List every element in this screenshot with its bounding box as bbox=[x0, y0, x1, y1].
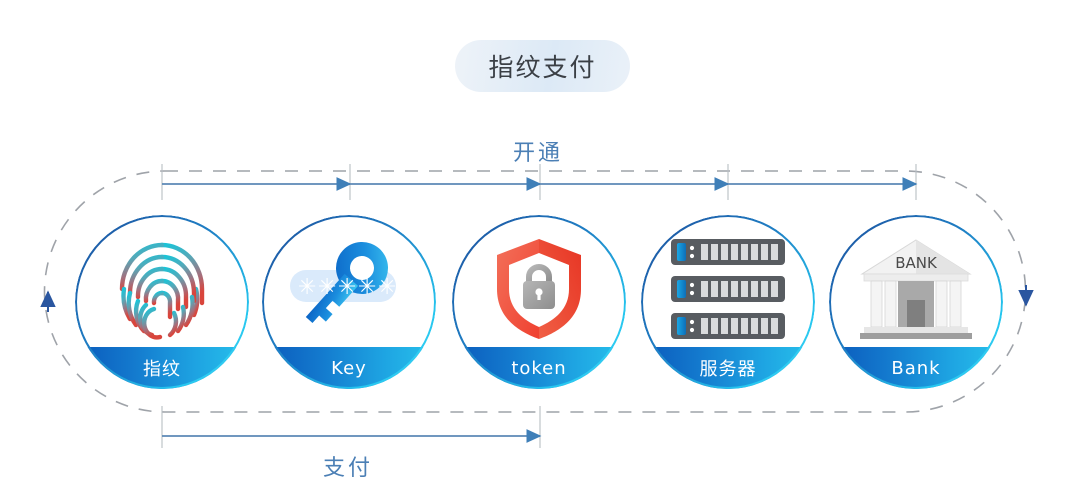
node-bank[interactable]: BANK Bank bbox=[829, 215, 1003, 389]
key-password-icon: ✳ ✳ ✳ ✳ ✳ bbox=[262, 231, 436, 347]
flow-label-pay: 支付 bbox=[323, 456, 374, 481]
shield-lock-icon bbox=[452, 231, 626, 347]
bank-sign-text: BANK bbox=[895, 254, 938, 272]
node-circle: ✳ ✳ ✳ ✳ ✳ Key bbox=[262, 215, 436, 389]
node-label-fingerprint: 指纹 bbox=[75, 347, 249, 389]
node-circle: 指纹 bbox=[75, 215, 249, 389]
node-key[interactable]: ✳ ✳ ✳ ✳ ✳ Key bbox=[262, 215, 436, 389]
node-fingerprint[interactable]: 指纹 bbox=[75, 215, 249, 389]
page-title: 指纹支付 bbox=[455, 40, 630, 92]
server-unit bbox=[671, 313, 785, 339]
node-server[interactable]: 服务器 bbox=[641, 215, 815, 389]
node-label-token: token bbox=[452, 347, 626, 389]
node-circle: BANK Bank bbox=[829, 215, 1003, 389]
node-label-key: Key bbox=[262, 347, 436, 389]
svg-text:✳: ✳ bbox=[338, 275, 356, 300]
node-token[interactable]: token bbox=[452, 215, 626, 389]
server-unit bbox=[671, 239, 785, 265]
svg-text:✳: ✳ bbox=[298, 275, 316, 300]
flow-label-open: 开通 bbox=[513, 141, 564, 166]
top-flow-ticks bbox=[161, 164, 917, 200]
node-label-server: 服务器 bbox=[641, 347, 815, 389]
node-circle: 服务器 bbox=[641, 215, 815, 389]
node-circle: token bbox=[452, 215, 626, 389]
node-label-bank: Bank bbox=[829, 347, 1003, 389]
svg-text:✳: ✳ bbox=[378, 275, 396, 300]
svg-text:✳: ✳ bbox=[358, 275, 376, 300]
password-asterisks: ✳ ✳ ✳ ✳ ✳ bbox=[298, 275, 396, 300]
server-rack-icon bbox=[641, 231, 815, 347]
bank-building-icon: BANK bbox=[829, 231, 1003, 347]
fingerprint-icon bbox=[75, 231, 249, 347]
server-unit bbox=[671, 276, 785, 302]
svg-text:✳: ✳ bbox=[318, 275, 336, 300]
